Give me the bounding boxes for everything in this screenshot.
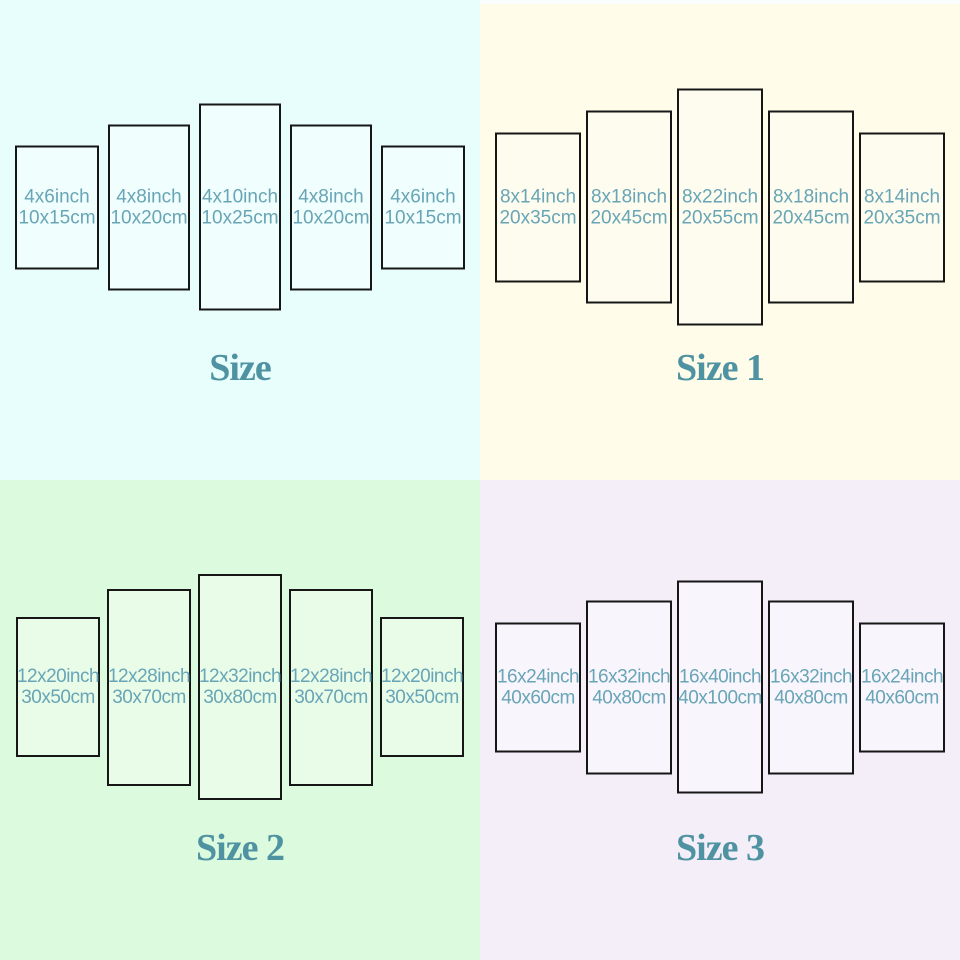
panel-size-inches: 16x24inch (496, 666, 580, 687)
panel-size-cm: 30x50cm (21, 687, 95, 708)
panel-size-cm: 30x80cm (203, 687, 277, 708)
panel-size-inches: 8x18inch (590, 186, 668, 207)
quadrant-title: Size 2 (196, 827, 285, 869)
panel-size-inches: 8x22inch (681, 186, 759, 207)
panel-size-inches: 16x32inch (587, 666, 671, 687)
panel-size-cm: 10x15cm (384, 207, 462, 228)
edge-strip (480, 0, 960, 4)
panel-size-cm: 20x55cm (681, 207, 759, 228)
quadrant-title: Size 3 (676, 827, 765, 869)
panel-size-cm: 10x20cm (292, 207, 370, 228)
panel-size-inches: 4x10inch (201, 186, 279, 207)
panel-size-inches: 12x20inch (380, 666, 464, 687)
panel-size-inches: 4x8inch (116, 186, 182, 207)
panel-size-inches: 8x18inch (772, 186, 850, 207)
panel-size-cm: 30x50cm (385, 687, 459, 708)
panel-size-inches: 8x14inch (499, 186, 577, 207)
panel-size-inches: 16x32inch (769, 666, 853, 687)
panel-size-inches: 16x24inch (860, 666, 944, 687)
panel-size-inches: 4x8inch (298, 186, 364, 207)
panel-size-cm: 40x80cm (774, 687, 848, 708)
panel-size-cm: 30x70cm (112, 687, 186, 708)
panel-size-inches: 8x14inch (863, 186, 941, 207)
panel-size-cm: 40x80cm (592, 687, 666, 708)
panel-size-cm: 20x35cm (863, 207, 941, 228)
panel-size-inches: 12x28inch (107, 666, 191, 687)
panel-size-cm: 10x20cm (110, 207, 188, 228)
panel-size-cm: 40x60cm (501, 687, 575, 708)
panel-size-inches: 4x6inch (24, 186, 90, 207)
panel-size-cm: 20x35cm (499, 207, 577, 228)
panel-size-cm: 10x25cm (201, 207, 279, 228)
panel-size-cm: 30x70cm (294, 687, 368, 708)
quadrant-title: Size 1 (676, 347, 765, 389)
quadrant-title: Size (209, 347, 271, 389)
panel-size-cm: 40x100cm (678, 687, 762, 708)
panel-size-inches: 12x20inch (16, 666, 100, 687)
panel-size-inches: 4x6inch (390, 186, 456, 207)
panel-size-cm: 20x45cm (590, 207, 668, 228)
panel-size-cm: 10x15cm (18, 207, 96, 228)
panel-size-inches: 12x28inch (289, 666, 373, 687)
panel-size-inches: 16x40inch (678, 666, 762, 687)
panel-size-cm: 40x60cm (865, 687, 939, 708)
panel-size-cm: 20x45cm (772, 207, 850, 228)
panel-size-inches: 12x32inch (198, 666, 282, 687)
